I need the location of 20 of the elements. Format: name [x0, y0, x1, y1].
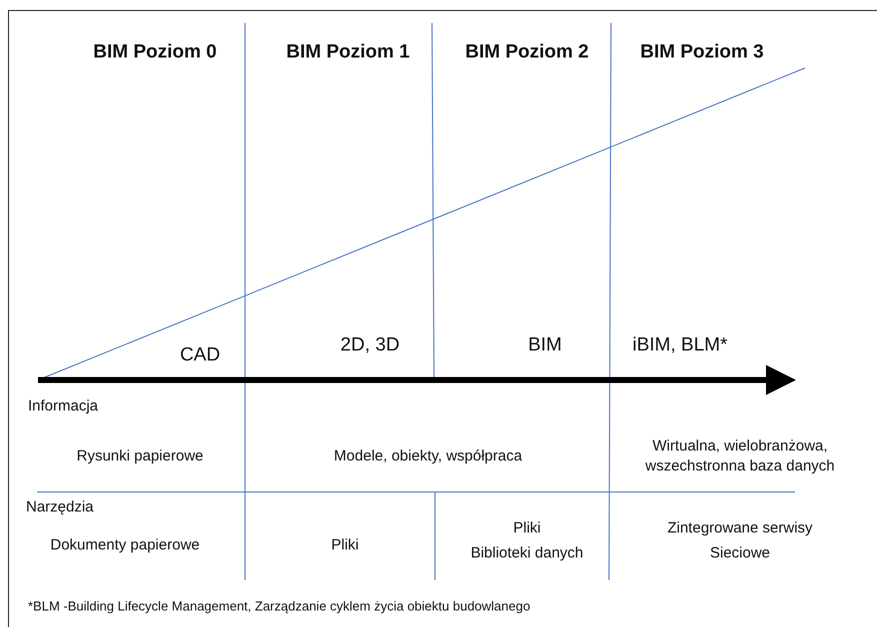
table-text: Dokumenty papierowe — [50, 535, 200, 555]
level-heading: BIM Poziom 2 — [465, 40, 589, 65]
table-text: Zintegrowane serwisy — [667, 518, 813, 538]
stage-label: CAD — [180, 344, 220, 368]
table-text: Wirtualna, wielobranżowa, wszechstronna baza danych — [644, 436, 836, 476]
table-text: Rysunki papierowe — [76, 446, 204, 466]
stage-label: iBIM, BLM* — [632, 334, 728, 358]
table-text: Pliki — [331, 535, 359, 555]
table-text: Pliki — [513, 518, 541, 538]
level-heading: BIM Poziom 3 — [640, 40, 764, 65]
row-heading: Informacja — [28, 396, 98, 416]
level-heading: BIM Poziom 0 — [93, 40, 217, 65]
table-text: Sieciowe — [710, 543, 770, 563]
row-heading: Narzędzia — [26, 497, 94, 517]
stage-label: BIM — [528, 334, 562, 358]
footnote: *BLM -Building Lifecycle Management, Zarządzanie cyklem życia obiektu budowlanego — [28, 598, 530, 616]
level-heading: BIM Poziom 1 — [286, 40, 410, 65]
table-text: Biblioteki danych — [470, 543, 584, 563]
table-text: Modele, obiekty, współpraca — [334, 446, 522, 466]
stage-label: 2D, 3D — [340, 334, 400, 358]
